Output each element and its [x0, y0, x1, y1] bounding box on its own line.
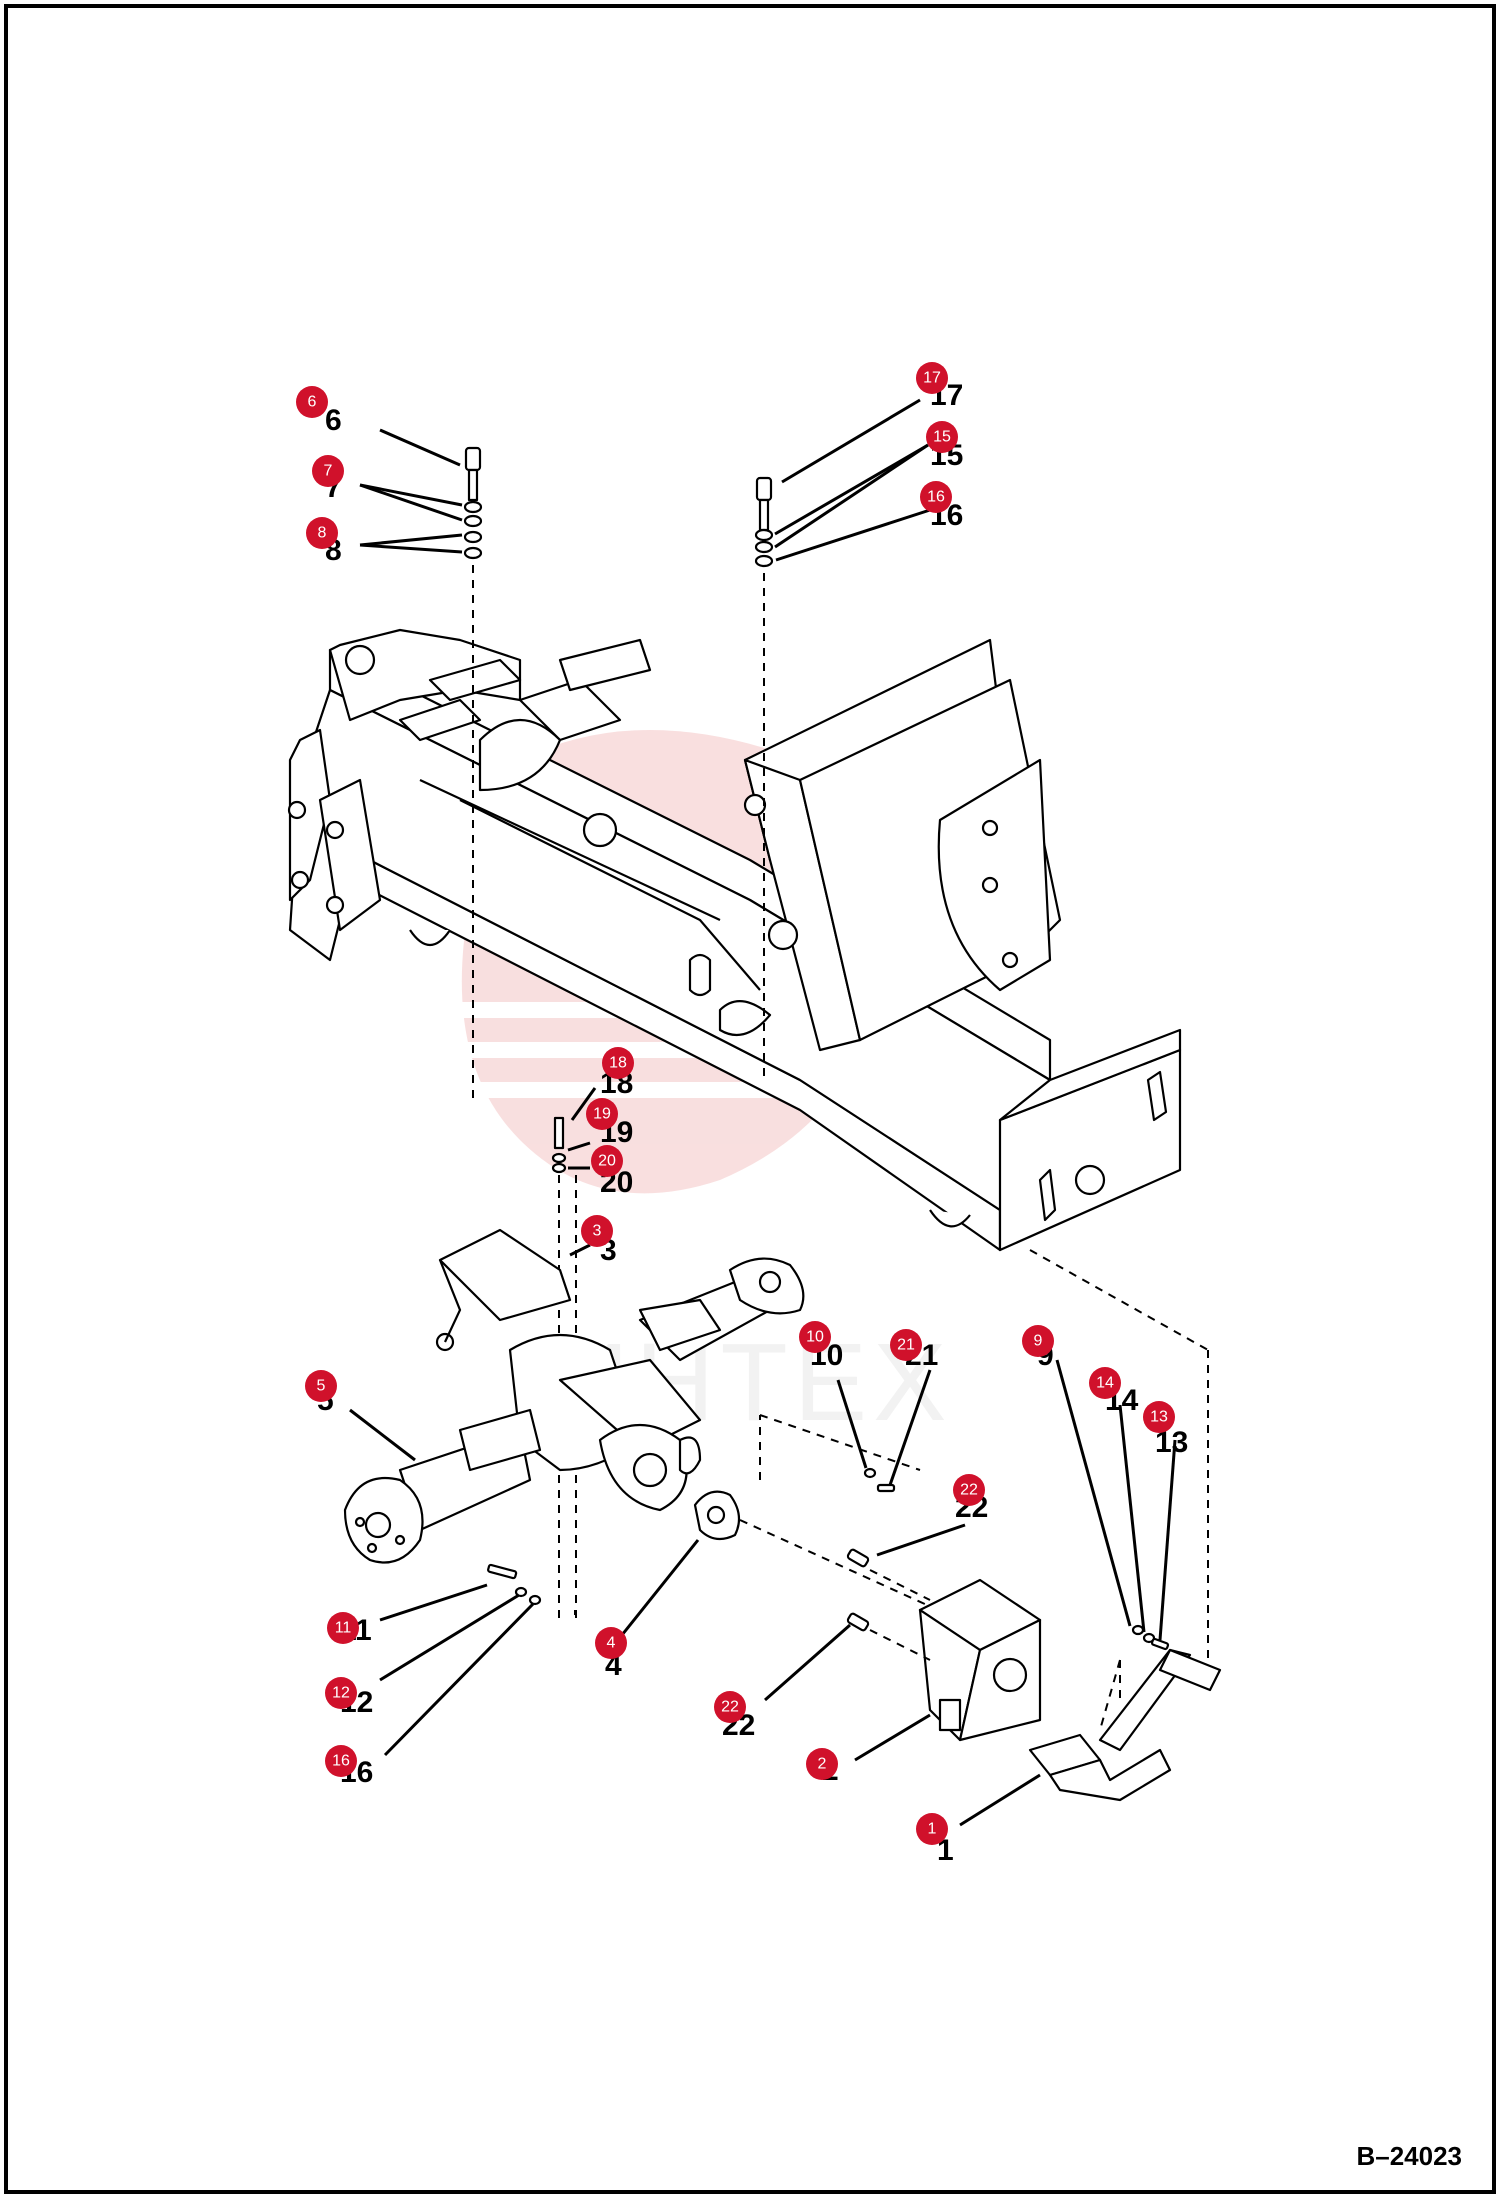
pin-lower [846, 1612, 931, 1661]
callout-18: 18 [602, 1047, 634, 1079]
svg-text:22: 22 [960, 1482, 978, 1499]
svg-text:2: 2 [818, 1756, 827, 1773]
pivot-bracket [759, 1414, 1042, 1742]
callout-15: 15 [926, 421, 958, 453]
svg-text:20: 20 [598, 1153, 616, 1170]
svg-text:7: 7 [324, 463, 333, 480]
callout-1: 1 [916, 1813, 948, 1845]
callout-10: 10 [799, 1321, 831, 1353]
chassis-frame [287, 628, 1182, 1252]
callout-21: 21 [890, 1329, 922, 1361]
callout-19: 19 [586, 1098, 618, 1130]
callout-6: 6 [296, 386, 328, 418]
callout-8: 8 [306, 517, 338, 549]
bolt-10-21 [863, 1467, 896, 1493]
callout-4: 4 [595, 1627, 627, 1659]
svg-text:3: 3 [593, 1223, 602, 1240]
callout-11: 11 [327, 1612, 359, 1644]
svg-text:15: 15 [933, 429, 951, 446]
callout-22-upper: 22 [953, 1474, 985, 1506]
svg-text:12: 12 [332, 1685, 350, 1702]
callout-2: 2 [806, 1748, 838, 1780]
callout-3: 3 [581, 1215, 613, 1247]
bolt-stack-right [754, 476, 774, 1080]
svg-text:6: 6 [325, 404, 342, 437]
svg-text:19: 19 [593, 1106, 611, 1123]
callout-markers: 6 7 8 17 15 16 18 19 20 3 5 10 21 9 14 1… [296, 362, 1175, 1845]
svg-text:10: 10 [806, 1329, 824, 1346]
svg-text:18: 18 [609, 1055, 627, 1072]
page-border [4, 4, 1496, 2194]
bolt-stack-left [463, 446, 483, 1100]
svg-text:16: 16 [332, 1753, 350, 1770]
svg-text:4: 4 [607, 1635, 616, 1652]
svg-text:22: 22 [721, 1699, 739, 1716]
callout-20: 20 [591, 1145, 623, 1177]
svg-text:1: 1 [937, 1834, 954, 1867]
callout-14: 14 [1089, 1367, 1121, 1399]
callout-16: 16 [920, 481, 952, 513]
bolt-11-stack [487, 1563, 542, 1606]
callout-9: 9 [1022, 1325, 1054, 1357]
callout-5: 5 [305, 1370, 337, 1402]
figure-id-label: B–24023 [1356, 2141, 1462, 2171]
stop-bracket [1028, 1249, 1222, 1802]
svg-text:1: 1 [928, 1821, 937, 1838]
svg-text:16: 16 [927, 489, 945, 506]
callout-12: 12 [325, 1677, 357, 1709]
leader-lines [349, 398, 1177, 1827]
svg-text:11: 11 [335, 1620, 352, 1637]
svg-text:14: 14 [1096, 1375, 1114, 1392]
svg-text:21: 21 [897, 1337, 915, 1354]
callout-22-lower: 22 [714, 1691, 746, 1723]
svg-text:5: 5 [317, 1378, 326, 1395]
axle-assembly [343, 1228, 961, 1621]
svg-text:17: 17 [923, 370, 941, 387]
svg-text:9: 9 [1034, 1333, 1043, 1350]
callout-13: 13 [1143, 1401, 1175, 1433]
callout-16-lower: 16 [325, 1745, 357, 1777]
pin-upper [846, 1548, 931, 1601]
callout-7: 7 [312, 455, 344, 487]
svg-text:8: 8 [318, 525, 327, 542]
callout-17: 17 [916, 362, 948, 394]
svg-text:13: 13 [1150, 1409, 1168, 1426]
bolt-stack-middle [551, 1116, 577, 1620]
svg-text:6: 6 [308, 394, 317, 411]
